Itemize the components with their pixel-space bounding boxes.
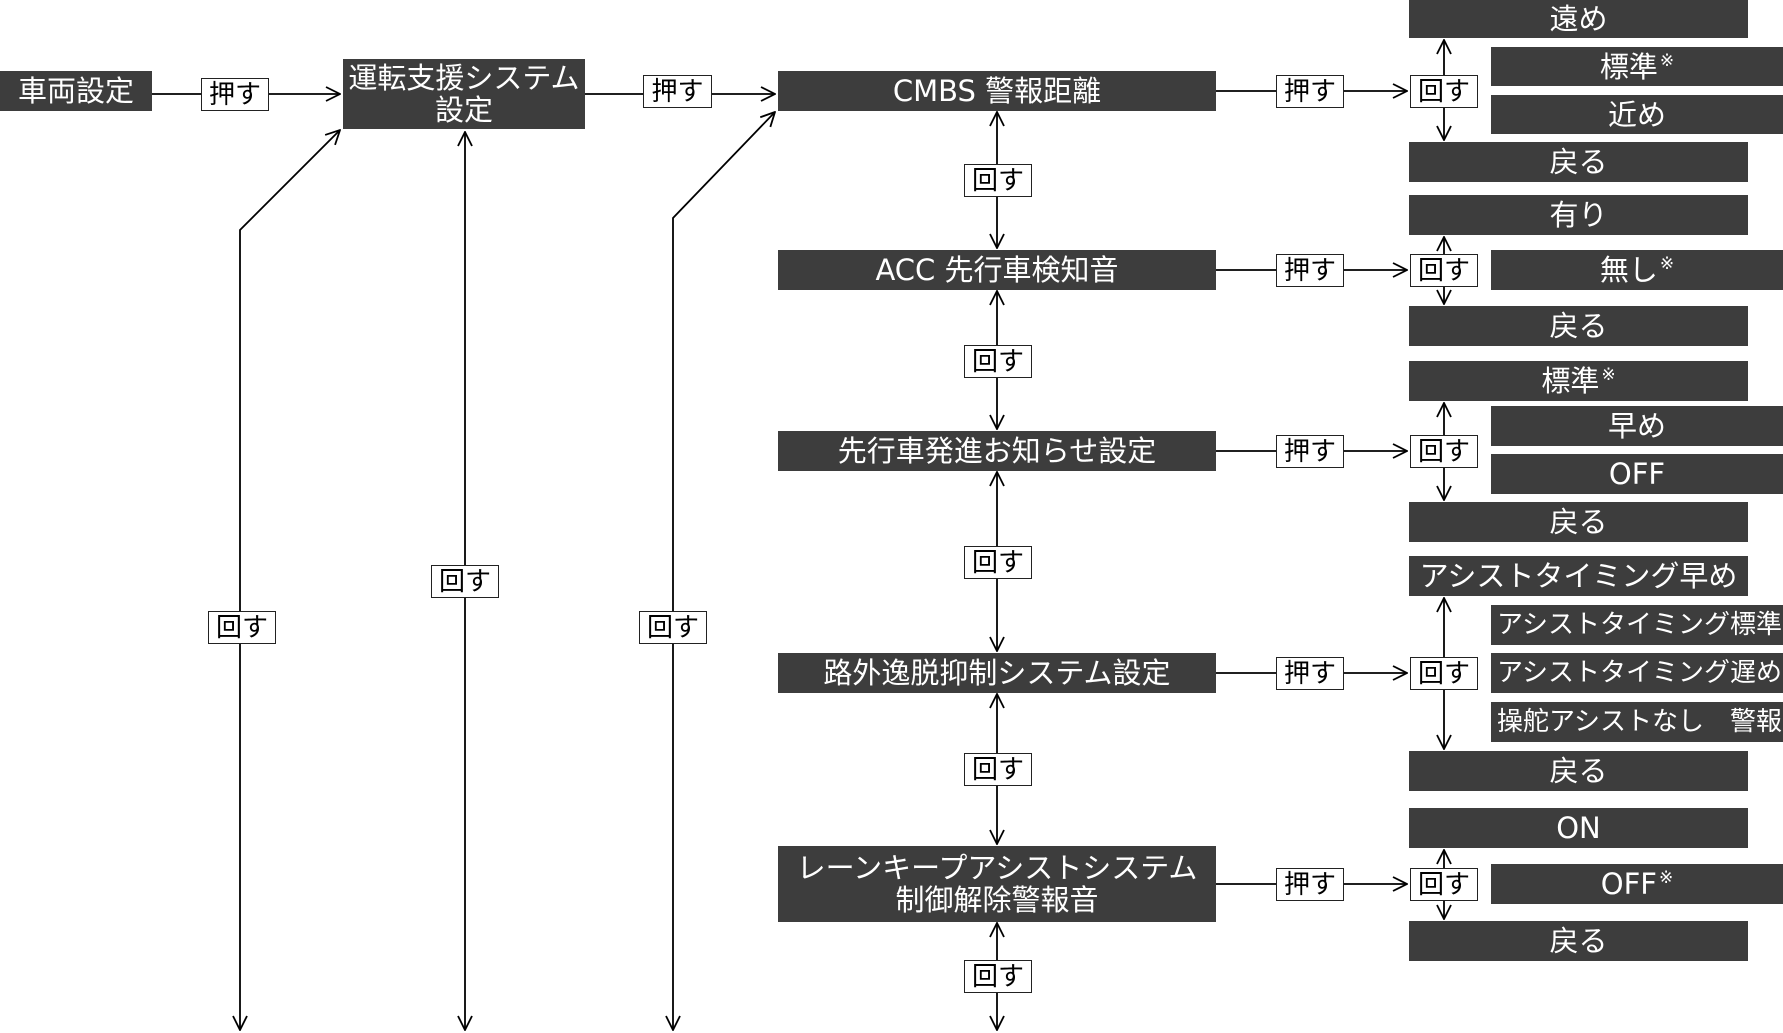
driver-assist-line2: 設定 [434, 93, 493, 127]
turn-tag-return-1: 回す [208, 611, 276, 644]
option-2-3: 戻る [1409, 502, 1748, 542]
option-3-3: 操舵アシストなし 警報のみ [1491, 702, 1783, 742]
option-3-2: アシストタイミング遅め [1491, 653, 1783, 693]
turn-tag-between-3-4: 回す [964, 753, 1032, 786]
turn-tag-item-4: 回す [1410, 868, 1478, 901]
option-1-2: 戻る [1409, 306, 1748, 346]
note-mark: ※ [1601, 365, 1616, 385]
option-4-0: ON [1409, 808, 1748, 848]
note-mark: ※ [1659, 50, 1675, 71]
turn-tag-return-3: 回す [639, 611, 707, 644]
turn-tag-item-1: 回す [1410, 254, 1478, 287]
turn-tag-item-0: 回す [1410, 75, 1478, 108]
turn-tag-between-2-3: 回す [964, 546, 1032, 579]
item-box-lane-keep: レーンキープアシストシステム 制御解除警報音 [778, 846, 1216, 922]
option-1-0: 有り [1409, 195, 1748, 235]
push-tag-item-2: 押す [1276, 435, 1344, 468]
item-box-lead-car-departure: 先行車発進お知らせ設定 [778, 431, 1216, 471]
turn-tag-between-1-2: 回す [964, 345, 1032, 378]
push-tag-item-0: 押す [1276, 75, 1344, 108]
option-0-0: 遠め [1409, 0, 1748, 38]
turn-tag-item-3: 回す [1410, 657, 1478, 690]
push-tag-1: 押す [201, 78, 269, 111]
driver-assist-settings-box: 運転支援システム 設定 [343, 59, 585, 129]
option-2-0: 標準※ [1409, 361, 1748, 401]
turn-tag-bottom: 回す [964, 960, 1032, 993]
driver-assist-line1: 運転支援システム [348, 61, 580, 95]
option-2-1: 早め [1491, 406, 1783, 446]
option-3-0: アシストタイミング早め [1409, 556, 1748, 596]
option-1-1: 無し※ [1491, 250, 1783, 290]
note-mark: ※ [1659, 254, 1675, 274]
push-tag-item-4: 押す [1276, 868, 1344, 901]
vehicle-settings-box: 車両設定 [0, 71, 152, 111]
option-0-2: 近め [1491, 95, 1783, 134]
return-line-3 [673, 112, 775, 1030]
note-mark: ※ [1658, 868, 1674, 888]
item-box-acc: ACC 先行車検知音 [778, 250, 1216, 290]
option-0-3: 戻る [1409, 142, 1748, 182]
option-3-4: 戻る [1409, 751, 1748, 791]
return-line-1 [240, 130, 340, 1030]
turn-tag-between-0-1: 回す [964, 164, 1032, 197]
turn-tag-return-2: 回す [431, 565, 499, 598]
turn-tag-item-2: 回す [1410, 435, 1478, 468]
item-box-cmbs: CMBS 警報距離 [778, 71, 1216, 111]
option-4-1: OFF※ [1491, 864, 1783, 904]
option-2-2: OFF [1491, 454, 1783, 494]
push-tag-2: 押す [643, 75, 712, 108]
option-3-1: アシストタイミング標準※ [1491, 605, 1783, 645]
vehicle-settings-label: 車両設定 [17, 74, 134, 108]
push-tag-item-3: 押す [1276, 657, 1344, 690]
item-box-road-departure: 路外逸脱抑制システム設定 [778, 653, 1216, 693]
option-4-2: 戻る [1409, 921, 1748, 961]
option-0-1: 標準※ [1491, 47, 1783, 86]
push-tag-item-1: 押す [1276, 254, 1344, 287]
